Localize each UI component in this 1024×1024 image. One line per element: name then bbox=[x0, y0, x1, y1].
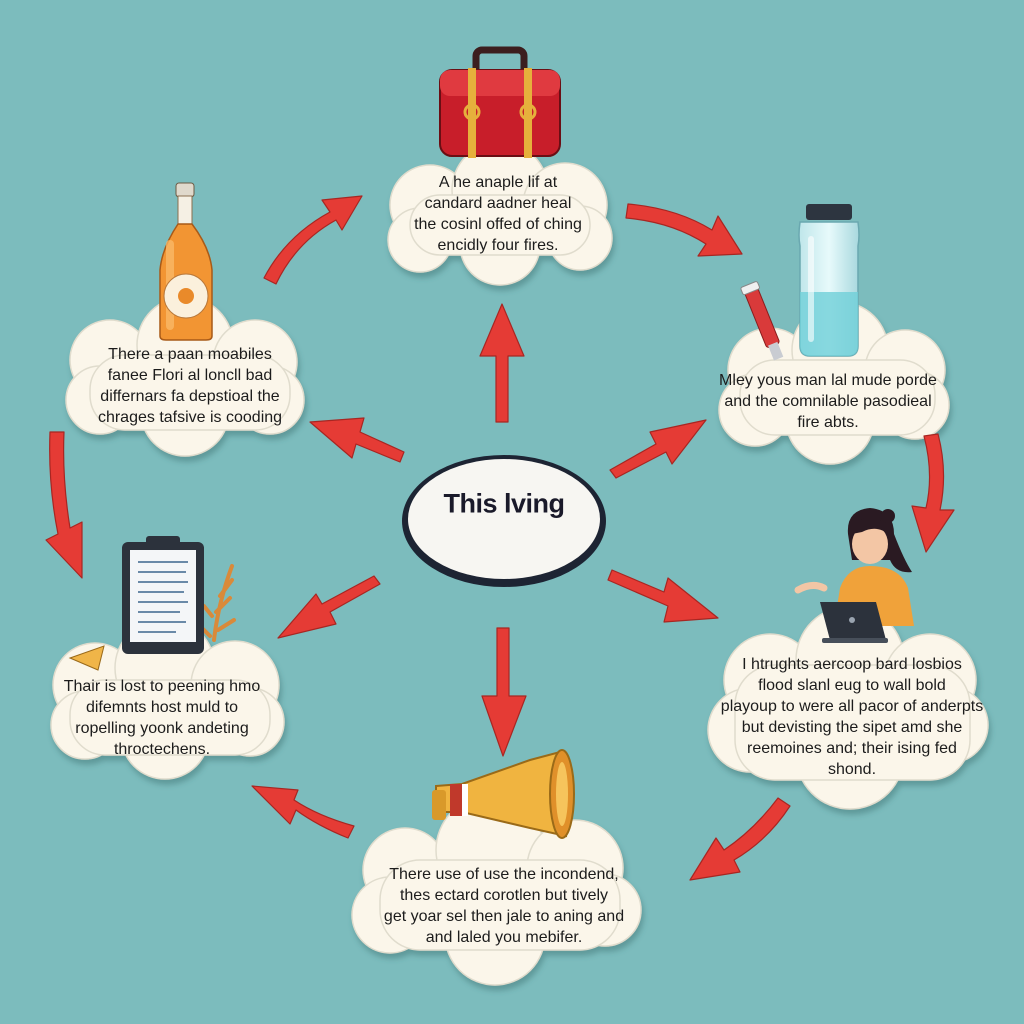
node-text-line: flood slanl eug to wall bold bbox=[758, 677, 946, 694]
cloud-left-lower bbox=[50, 617, 285, 780]
node-text-line: fanee Flori al loncll bad bbox=[107, 367, 273, 384]
node-text-line: I htrughts aercoop bard losbios bbox=[742, 656, 962, 673]
node-text-line: playoup to were all pacor of anderpts bbox=[720, 698, 984, 715]
node-text-line: get yoar sel then jale to aning and bbox=[383, 908, 625, 925]
clipboard-icon bbox=[68, 536, 236, 671]
red-toolbox-icon bbox=[439, 46, 561, 158]
node-text-right-upper: Mley yous man lal mude porde and the com… bbox=[719, 370, 937, 433]
node-text-line: candard aadner heal bbox=[424, 195, 572, 212]
node-text-line: reemoines and; their ising fed bbox=[747, 740, 957, 757]
node-text-line: the cosinl offed of ching bbox=[414, 216, 582, 233]
node-text-line: throctechens. bbox=[113, 741, 211, 758]
arrow-center-to-bottom bbox=[481, 627, 527, 757]
node-text-top: A he anaple lif at candard aadner heal t… bbox=[414, 172, 582, 256]
node-text-bottom: There use of use the incondend, thes ect… bbox=[384, 864, 624, 948]
node-text-left-lower: Thair is lost to peening hmo difemnts ho… bbox=[64, 676, 261, 760]
center-node bbox=[402, 455, 606, 587]
arrow-center-to-top bbox=[479, 303, 525, 423]
orange-bottle-icon bbox=[159, 182, 213, 341]
node-text-line: Thair is lost to peening hmo bbox=[63, 678, 261, 695]
cloud-right-lower bbox=[707, 605, 989, 810]
node-text-line: difemnts host muld to bbox=[85, 699, 239, 716]
arrow-right-lower-to-bottom bbox=[689, 797, 791, 881]
node-text-line: A he anaple lif at bbox=[438, 174, 558, 191]
arrow-right-upper-to-right-lower bbox=[911, 433, 955, 553]
node-text-line: fire abts. bbox=[797, 414, 859, 431]
arrow-center-to-left-lower bbox=[277, 575, 381, 639]
arrow-top-to-right-upper bbox=[625, 203, 743, 257]
node-text-line: and laled you mebifer. bbox=[425, 929, 583, 946]
node-text-line: and the comnilable pasodieal bbox=[724, 393, 932, 410]
node-text-left-upper: There a paan moabiles fanee Flori al lon… bbox=[98, 344, 282, 428]
water-jar-icon bbox=[740, 204, 860, 361]
node-text-line: ropelling yoonk andeting bbox=[75, 720, 249, 737]
node-text-line: differnars fa depstioal the bbox=[100, 388, 280, 405]
woman-with-laptop-icon bbox=[794, 508, 914, 643]
node-text-line: thes ectard corotlen but tively bbox=[399, 887, 609, 904]
node-text-line: chrages tafsive is cooding bbox=[97, 409, 283, 426]
arrow-left-lower-to-left-upper bbox=[45, 431, 83, 579]
node-text-line: shond. bbox=[827, 761, 877, 778]
center-label: This lving bbox=[443, 488, 565, 519]
arrow-center-to-left-upper bbox=[309, 417, 405, 463]
node-text-line: There a paan moabiles bbox=[108, 346, 272, 363]
node-text-right-lower: I htrughts aercoop bard losbios flood sl… bbox=[721, 654, 983, 780]
arrow-bottom-to-left-lower bbox=[251, 785, 355, 839]
node-text-line: but devisting the sipet amd she bbox=[741, 719, 963, 736]
node-text-line: encidly four fires. bbox=[437, 237, 559, 254]
node-text-line: Mley yous man lal mude porde bbox=[719, 372, 937, 389]
arrow-center-to-right-lower bbox=[607, 569, 719, 623]
cloud-top bbox=[387, 141, 613, 286]
megaphone-icon bbox=[432, 749, 575, 839]
arrow-left-upper-to-top bbox=[263, 195, 363, 285]
arrow-center-to-right-upper bbox=[609, 419, 707, 479]
node-text-line: There use of use the incondend, bbox=[389, 866, 619, 883]
